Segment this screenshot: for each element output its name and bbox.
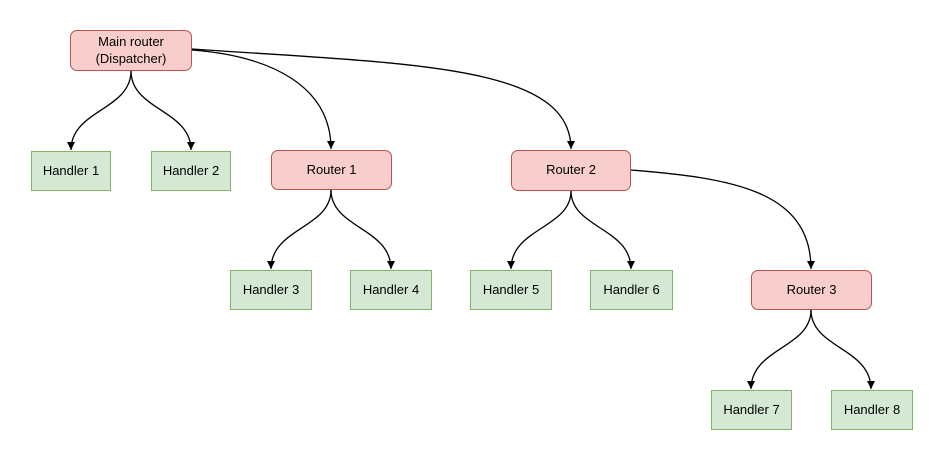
- node-handler-2: Handler 2: [151, 151, 231, 191]
- node-label: Handler 4: [362, 281, 420, 297]
- node-label: Handler 2: [162, 162, 220, 178]
- node-handler-8: Handler 8: [831, 390, 913, 430]
- edge-router-3-to-handler-7: [747, 309, 812, 390]
- node-router-3: Router 3: [751, 270, 872, 310]
- node-handler-7: Handler 7: [711, 390, 792, 430]
- node-handler-1: Handler 1: [31, 151, 111, 191]
- node-label: Handler 8: [843, 401, 901, 417]
- node-label: Handler 3: [242, 281, 300, 297]
- node-router-2: Router 2: [511, 150, 631, 191]
- edge-router-1-to-handler-4: [330, 189, 395, 270]
- node-label: Router 3: [786, 281, 837, 297]
- node-label: Handler 5: [482, 281, 540, 297]
- edge-main-router-to-handler-1: [67, 70, 132, 151]
- node-router-1: Router 1: [271, 150, 392, 190]
- edge-router-2-to-handler-6: [570, 190, 635, 270]
- edge-router-1-to-handler-3: [267, 189, 332, 270]
- node-label: Handler 7: [723, 401, 780, 417]
- edge-router-2-to-handler-5: [507, 190, 572, 270]
- node-label: Handler 1: [42, 162, 100, 178]
- edge-main-router-to-router-2: [191, 48, 575, 150]
- node-label: (Dispatcher): [95, 50, 167, 66]
- node-main-router: Main router(Dispatcher): [70, 30, 192, 71]
- edge-router-3-to-handler-8: [810, 309, 875, 390]
- node-handler-5: Handler 5: [470, 270, 552, 310]
- node-label: Handler 6: [603, 281, 660, 297]
- node-label: Main router: [98, 33, 164, 49]
- node-label: Router 2: [546, 162, 596, 178]
- node-handler-6: Handler 6: [590, 270, 673, 310]
- node-handler-3: Handler 3: [230, 270, 312, 310]
- node-label: Router 1: [306, 161, 357, 177]
- edge-router-2-to-router-3: [630, 169, 815, 270]
- node-handler-4: Handler 4: [350, 270, 432, 310]
- edge-main-router-to-router-1: [191, 49, 335, 150]
- edge-main-router-to-handler-2: [130, 70, 195, 151]
- edges-group: [67, 48, 875, 390]
